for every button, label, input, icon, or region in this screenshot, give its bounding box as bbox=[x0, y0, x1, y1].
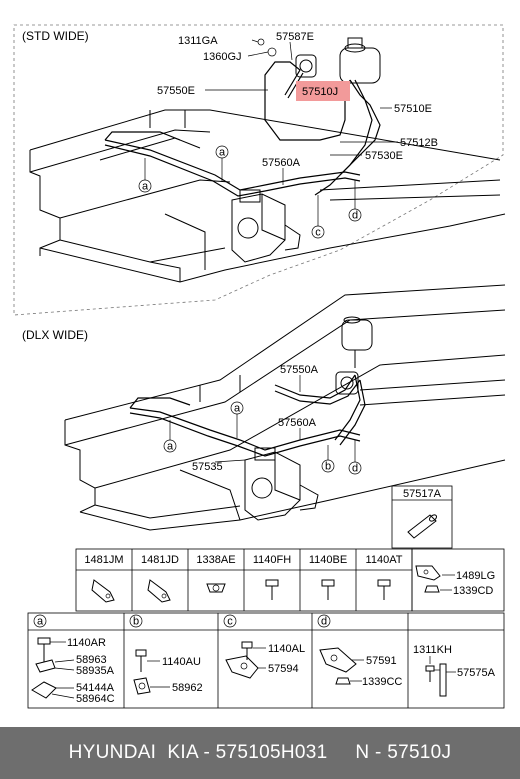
part-58963: 58963 bbox=[76, 654, 107, 666]
part-58962: 58962 bbox=[172, 682, 203, 694]
std-pump bbox=[295, 54, 317, 78]
clip-1481JM-icon bbox=[91, 579, 115, 603]
part-1311KH: 1311KH bbox=[413, 644, 452, 656]
part-1140AR: 1140AR bbox=[67, 637, 106, 649]
group-marker-c: c bbox=[227, 616, 233, 628]
callout-57530E: 57530E bbox=[365, 150, 403, 162]
highlight-57510J bbox=[296, 81, 350, 101]
group-marker-d: d bbox=[321, 616, 327, 628]
std-leaders bbox=[205, 38, 398, 185]
group-e-parts bbox=[425, 656, 456, 697]
callout-1360GJ: 1360GJ bbox=[203, 51, 242, 63]
part-57575A: 57575A bbox=[457, 667, 496, 679]
callout-57587E: 57587E bbox=[276, 31, 314, 43]
group-d-parts bbox=[319, 647, 364, 685]
std-section-title: (STD WIDE) bbox=[22, 29, 89, 43]
clip-1481JD-icon bbox=[147, 579, 171, 603]
dlx-reservoir bbox=[341, 316, 373, 368]
std-section-border bbox=[13, 24, 504, 316]
std-marker-d: d bbox=[352, 210, 358, 222]
dlx-callouts: 57550A 57560A 57535 bbox=[192, 364, 319, 473]
part-1339CC: 1339CC bbox=[362, 676, 402, 688]
part-58964C: 58964C bbox=[76, 693, 115, 705]
dlx-letter-markers: a a b d bbox=[163, 401, 362, 475]
part-1489LG: 1489LG bbox=[456, 570, 495, 582]
bolt-1140FH-icon bbox=[265, 579, 279, 600]
callout-57510J: 57510J bbox=[302, 86, 338, 98]
sleeve-57517A: 57517A bbox=[391, 485, 453, 549]
callout-57517A: 57517A bbox=[403, 488, 442, 500]
callout-57550E: 57550E bbox=[157, 85, 195, 97]
grommet-1338AE-icon bbox=[206, 583, 226, 593]
bolt-1140AT-icon bbox=[377, 579, 391, 600]
part-1140AL: 1140AL bbox=[268, 643, 305, 655]
part-57591: 57591 bbox=[366, 655, 397, 667]
part-1481JD: 1481JD bbox=[141, 554, 179, 566]
callout-57560A-std: 57560A bbox=[262, 157, 301, 169]
group-c-parts bbox=[225, 641, 266, 679]
callout-57560A-dlx: 57560A bbox=[278, 417, 317, 429]
dlx-frame bbox=[64, 284, 506, 531]
dlx-section-title: (DLX WIDE) bbox=[22, 328, 88, 342]
group-marker-a: a bbox=[37, 616, 44, 628]
dlx-steering-gear bbox=[244, 447, 319, 521]
std-letter-markers: a a c d bbox=[138, 145, 362, 239]
callout-1311GA: 1311GA bbox=[178, 35, 218, 47]
dlx-marker-d: d bbox=[352, 463, 358, 475]
callout-57550A: 57550A bbox=[280, 364, 319, 376]
group-marker-b: b bbox=[133, 616, 139, 628]
footer-part-number: HYUNDAI KIA - 575105H031 N - 57510J bbox=[0, 727, 520, 779]
dlx-wide-section: (DLX WIDE) bbox=[22, 284, 506, 531]
std-frame bbox=[29, 109, 506, 283]
group-b-parts bbox=[133, 649, 170, 695]
dlx-marker-b: b bbox=[325, 461, 331, 473]
dlx-pump bbox=[335, 371, 359, 395]
group-a-parts bbox=[31, 637, 75, 699]
dlx-leaders bbox=[214, 375, 301, 463]
std-steering-gear bbox=[231, 189, 301, 263]
std-marker-a1: a bbox=[219, 147, 226, 159]
parts-table: 1481JM 1481JD 1338AE 1140FH 1140BE 1140A… bbox=[27, 548, 505, 709]
callout-57535: 57535 bbox=[192, 461, 223, 473]
callout-57510E: 57510E bbox=[394, 103, 432, 115]
nut-1339CD-icon bbox=[424, 585, 440, 593]
part-58935A: 58935A bbox=[76, 665, 115, 677]
std-marker-a2: a bbox=[142, 181, 149, 193]
part-1140FH: 1140FH bbox=[253, 554, 291, 566]
std-marker-c: c bbox=[315, 227, 321, 239]
clip-1489LG-icon bbox=[415, 565, 441, 581]
part-1140AT: 1140AT bbox=[366, 554, 403, 566]
part-1140AU: 1140AU bbox=[162, 656, 201, 668]
part-1140BE: 1140BE bbox=[309, 554, 347, 566]
part-1481JM: 1481JM bbox=[84, 554, 123, 566]
bolt-1140BE-icon bbox=[321, 579, 335, 600]
std-reservoir bbox=[339, 37, 381, 84]
part-1338AE: 1338AE bbox=[196, 554, 235, 566]
std-pipes bbox=[104, 61, 381, 197]
callout-57512B: 57512B bbox=[400, 137, 438, 149]
std-callouts: 1311GA 1360GJ 57587E 57550E 57510J 57510… bbox=[157, 31, 438, 169]
dlx-marker-a1: a bbox=[234, 403, 241, 415]
part-1339CD: 1339CD bbox=[453, 585, 493, 597]
dlx-marker-a2: a bbox=[167, 441, 174, 453]
part-57594: 57594 bbox=[268, 663, 299, 675]
std-wide-section: (STD WIDE) bbox=[13, 24, 506, 316]
part-54144A: 54144A bbox=[76, 682, 115, 694]
